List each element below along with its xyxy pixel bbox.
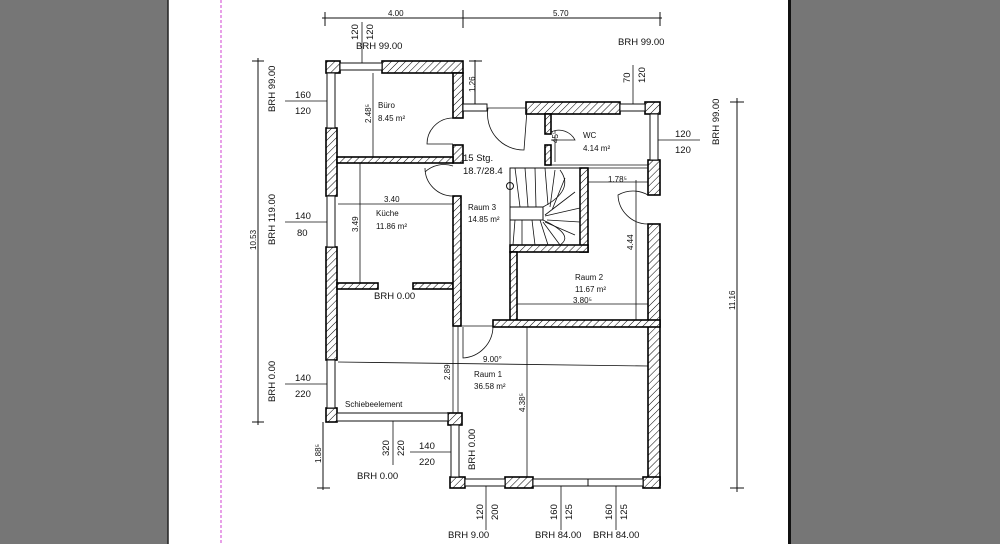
room-name-wc: WC — [583, 131, 597, 140]
brh-bottom-2: BRH 84.00 — [535, 530, 581, 541]
dim-raum1-side: 2.89 — [443, 364, 452, 380]
dim-raum2-height: 4.44 — [626, 234, 635, 250]
drawing-sheet — [168, 0, 789, 544]
opening-left-schiebe-height: 220 — [295, 389, 311, 400]
opening-left-buero-height: 120 — [295, 106, 311, 117]
dimension-lines — [252, 10, 744, 530]
brh-top-right: BRH 99.00 — [618, 37, 664, 48]
room-area-raum1: 36.58 m² — [474, 382, 506, 391]
dim-left-width: 4.00 — [388, 9, 404, 18]
brh-side-raum1: BRH 0.00 — [467, 429, 478, 470]
dim-top-gap: 1.26 — [468, 76, 477, 92]
doors[interactable] — [424, 107, 649, 359]
brh-bottom-1: BRH 9.00 — [448, 530, 489, 541]
brh-kueche-door: BRH 0.00 — [374, 291, 415, 302]
dim-offset: 1.88⁵ — [314, 444, 323, 463]
dim-right-height: 11.16 — [728, 290, 737, 310]
staircase — [506, 167, 581, 246]
dim-raum2-width: 3.80⁵ — [573, 296, 592, 305]
opening-top-right-height: 120 — [637, 67, 648, 83]
brh-bottom-schiebe: BRH 0.00 — [357, 471, 398, 482]
sheet-right-edge — [788, 0, 791, 544]
brh-left-buero: BRH 99.00 — [267, 66, 278, 112]
opening-bottom-1-width: 120 — [475, 504, 486, 520]
brh-right-wc: BRH 99.00 — [711, 99, 722, 145]
opening-top-left-width: 120 — [350, 24, 361, 40]
dim-right-width: 5.70 — [553, 9, 569, 18]
opening-bottom-2-width: 160 — [549, 504, 560, 520]
room-area-raum2: 11.67 m² — [575, 285, 606, 294]
dim-raum1-height: 4.38⁵ — [518, 393, 527, 412]
room-name-kueche: Küche — [376, 209, 399, 218]
dim-raum2-top: 1.78⁵ — [608, 175, 627, 184]
opening-right-wc-width: 120 — [675, 129, 691, 140]
sliding-element-label: Schiebeelement — [345, 400, 403, 409]
stairs-count: 15 Stg. — [463, 153, 493, 164]
room-area-wc: 4.14 m² — [583, 144, 610, 153]
brh-bottom-3: BRH 84.00 — [593, 530, 639, 541]
room-name-buero: Büro — [378, 101, 395, 110]
opening-top-left-height: 120 — [365, 24, 376, 40]
dim-raum1-angle: 9.00° — [483, 355, 502, 364]
opening-bottom-schiebe-width: 320 — [381, 440, 392, 456]
opening-bottom-3-height: 125 — [619, 504, 630, 520]
room-name-raum2: Raum 2 — [575, 273, 604, 282]
opening-bottom-1-height: 200 — [490, 504, 501, 520]
opening-right-wc-height: 120 — [675, 145, 691, 156]
room-name-raum1: Raum 1 — [474, 370, 503, 379]
room-area-kueche: 11.86 m² — [376, 222, 407, 231]
brh-top-left: BRH 99.00 — [356, 41, 402, 52]
brh-left-schiebe: BRH 0.00 — [267, 361, 278, 402]
opening-bottom-3-width: 160 — [604, 504, 615, 520]
opening-left-buero-width: 160 — [295, 90, 311, 101]
brh-left-kueche: BRH 119.00 — [267, 194, 278, 245]
opening-left-kueche-height: 80 — [297, 228, 308, 239]
opening-side-raum1-height: 220 — [419, 457, 435, 468]
opening-bottom-2-height: 125 — [564, 504, 575, 520]
dim-wc: 45⁵ — [551, 131, 560, 143]
opening-left-schiebe-width: 140 — [295, 373, 311, 384]
opening-side-raum1-width: 140 — [419, 441, 435, 452]
opening-left-kueche-width: 140 — [295, 211, 311, 222]
opening-top-right-width: 70 — [622, 72, 633, 83]
stairs-ratio: 18.7/28.4 — [463, 166, 503, 177]
windows — [326, 62, 659, 487]
dim-kueche-width: 3.40 — [384, 195, 400, 204]
room-area-raum3: 14.85 m² — [468, 215, 500, 224]
room-name-raum3: Raum 3 — [468, 203, 497, 212]
walls — [325, 60, 661, 489]
dim-kueche-height: 3.49 — [351, 216, 360, 232]
opening-bottom-schiebe-height: 220 — [396, 440, 407, 456]
dim-left-height: 10.53 — [249, 229, 258, 250]
dim-buero: 2.48⁵ — [364, 104, 373, 123]
room-area-buero: 8.45 m² — [378, 114, 405, 123]
